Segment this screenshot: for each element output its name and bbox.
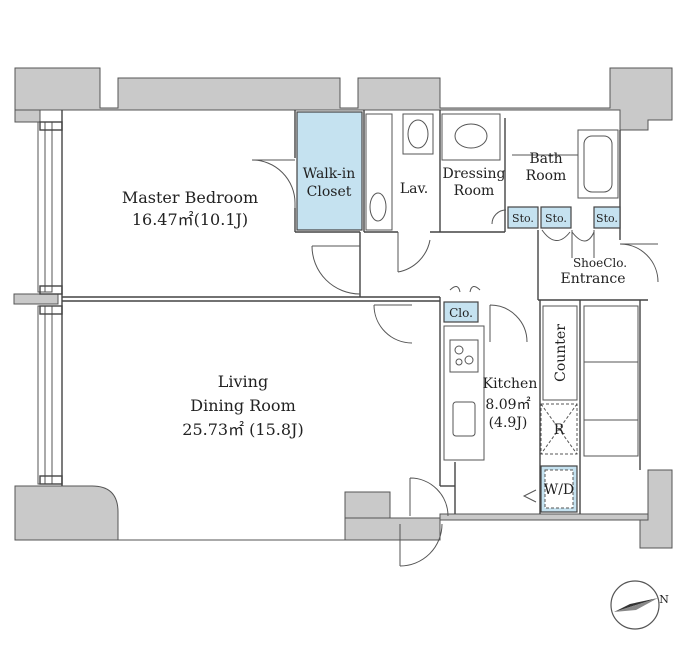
kitchen-label: Kitchen xyxy=(483,376,538,392)
master-bedroom-area: 16.47㎡(10.1J) xyxy=(132,210,248,229)
walk-in-closet-label-2: Closet xyxy=(307,184,352,200)
bedroom-closet-door xyxy=(251,159,296,208)
storage-1 xyxy=(507,206,539,229)
lavatory: Lav. xyxy=(365,113,434,231)
counter xyxy=(542,305,578,401)
bottom-left-column xyxy=(14,485,119,541)
entrance-label: Entrance xyxy=(560,271,625,287)
balcony-door-upper xyxy=(409,477,449,517)
kitchen-area: 8.09㎡ xyxy=(485,397,530,413)
kitchen-tatami: (4.9J) xyxy=(489,415,528,431)
structural-walls xyxy=(13,67,673,549)
refrigerator-label: R xyxy=(554,422,565,438)
living-area: 25.73㎡ (15.8J) xyxy=(182,420,303,439)
kitchen-door xyxy=(489,304,528,343)
top-wall xyxy=(14,67,673,131)
balcony-door-lower xyxy=(399,523,443,567)
entrance-door xyxy=(619,243,659,283)
master-bedroom-label: Master Bedroom xyxy=(122,188,258,207)
storage-3 xyxy=(593,206,621,229)
storage-2 xyxy=(540,206,572,229)
basin-icon xyxy=(454,123,488,149)
compass-north-label: N xyxy=(659,593,669,606)
toilet-icon xyxy=(407,119,429,149)
kitchen-sink-icon xyxy=(452,401,476,437)
lav-door xyxy=(397,232,431,273)
right-shelving xyxy=(583,305,639,457)
refrigerator: R xyxy=(540,403,578,455)
bottom-column xyxy=(344,491,391,519)
dressing-room-label: Dressing xyxy=(442,166,505,182)
storage-units: Sto. Sto. Sto. xyxy=(507,206,621,229)
walk-in-closet-label: Walk-in xyxy=(303,166,355,182)
lavatory-sink xyxy=(369,192,387,222)
dressing-room-label-2: Room xyxy=(454,183,495,199)
dressing-door xyxy=(491,209,507,225)
counter-label: Counter xyxy=(553,324,569,382)
compass: N xyxy=(610,580,669,630)
kitchen: Kitchen 8.09㎡ (4.9J) Counter xyxy=(443,305,578,461)
bedroom-door xyxy=(311,245,361,295)
bath-label-2: Room xyxy=(526,168,567,184)
storage-3-label: Sto. xyxy=(596,212,618,225)
lav-label: Lav. xyxy=(400,181,428,197)
shoe-closet-door xyxy=(541,229,595,242)
closet-label: Clo. xyxy=(449,306,473,320)
closet xyxy=(443,301,479,323)
partitions xyxy=(61,110,648,514)
left-mid-column xyxy=(13,293,59,305)
washer-dryer-label: W/D xyxy=(544,482,574,498)
shoe-closet-label: ShoeClo. xyxy=(573,256,627,270)
storage-1-label: Sto. xyxy=(512,212,534,225)
stove-icon xyxy=(449,339,479,373)
closet-door xyxy=(449,286,481,293)
storage-2-label: Sto. xyxy=(545,212,567,225)
living-door xyxy=(373,304,413,344)
bottom-right-wall xyxy=(439,513,649,521)
living-label: Living xyxy=(218,372,268,391)
bath-label: Bath xyxy=(529,151,562,167)
walk-in-closet xyxy=(296,111,363,231)
doors xyxy=(251,159,659,567)
left-windows xyxy=(37,121,63,485)
bottom-right-column xyxy=(639,469,673,549)
bath-room: Bath Room xyxy=(512,129,619,199)
washer-dryer: W/D xyxy=(522,465,578,513)
dressing-room: Dressing Room xyxy=(441,113,506,199)
dining-room-label: Dining Room xyxy=(190,396,295,415)
top-left-column xyxy=(14,68,41,123)
